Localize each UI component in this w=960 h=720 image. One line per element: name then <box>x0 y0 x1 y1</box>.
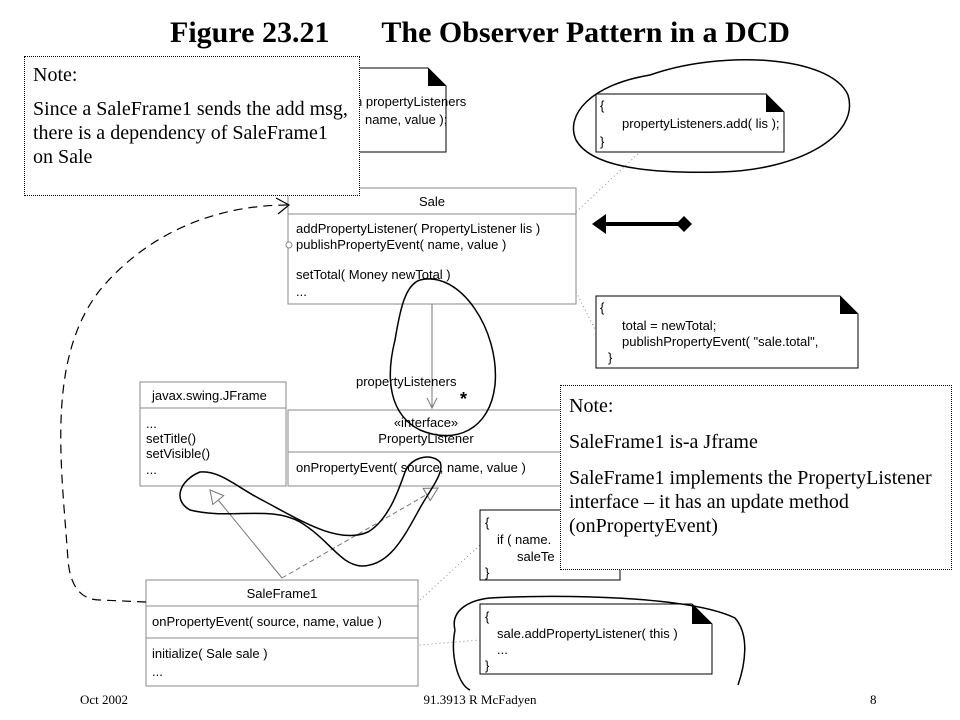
note-if-line2: if ( name. <box>497 532 551 547</box>
note-top-left-line1: n propertyListeners <box>355 94 467 109</box>
footer-page-number: 8 <box>870 692 877 707</box>
interface-stereotype: «interface» <box>394 415 458 430</box>
class-sale-op3: setTotal( Money newTotal ) <box>296 267 451 282</box>
freehand-circle-association <box>389 278 497 437</box>
double-arrow-icon <box>592 214 692 234</box>
freehand-loop-arrowheads <box>179 456 442 567</box>
dependency-arrowhead <box>275 197 291 215</box>
note-saleframe-heading: Note: <box>569 395 614 417</box>
class-sale-op4: ... <box>296 284 307 299</box>
realization-arrow <box>281 487 439 579</box>
freehand-circle-init-note <box>452 595 746 691</box>
association-property-listeners: propertyListeners * <box>356 304 467 409</box>
note-saleframe: Note: SaleFrame1 is-a Jframe SaleFrame1 … <box>560 385 952 570</box>
association-multiplicity: * <box>460 389 467 409</box>
class-sale-op1: addPropertyListener( PropertyListener li… <box>296 221 540 236</box>
note-add: { propertyListeners.add( lis ); } <box>595 93 785 153</box>
note-dependency-heading: Note: <box>33 64 78 86</box>
note-total-line2: total = newTotal; <box>622 318 716 333</box>
dependency-dashed-line <box>60 204 289 603</box>
note-init-line1: { <box>485 609 490 624</box>
freehand-circle-add-note <box>572 59 851 174</box>
note-saleframe-line2: SaleFrame1 implements the PropertyListen… <box>569 467 932 537</box>
interface-property-listener: «interface» PropertyListener onPropertyE… <box>287 409 575 487</box>
generalization-arrow <box>209 489 283 579</box>
note-add-line1: { <box>600 98 605 113</box>
class-sale: Sale addPropertyListener( PropertyListen… <box>285 187 577 305</box>
note-total-line4: } <box>608 350 613 365</box>
class-jframe-op1: ... <box>146 416 157 431</box>
class-jframe-op2: setTitle() <box>146 431 196 446</box>
interface-op1: onPropertyEvent( source, name, value ) <box>296 460 526 475</box>
note-init: { sale.addPropertyListener( this ) ... } <box>479 603 713 675</box>
note-init-line3: ... <box>497 642 508 657</box>
class-saleframe1: SaleFrame1 onPropertyEvent( source, name… <box>145 579 419 687</box>
class-jframe: javax.swing.JFrame ... setTitle() setVis… <box>139 381 287 487</box>
class-saleframe1-op3: ... <box>152 664 163 679</box>
footer-course: 91.3913 R McFadyen <box>423 692 537 707</box>
freehand-annotations <box>179 59 851 691</box>
note-saleframe-line1: SaleFrame1 is-a Jframe <box>569 431 758 453</box>
class-sale-name: Sale <box>419 194 445 209</box>
note-if-line1: { <box>485 515 490 530</box>
connector-total-note <box>575 291 599 336</box>
note-total-line1: { <box>600 300 605 315</box>
note-total: { total = newTotal; publishPropertyEvent… <box>595 295 859 369</box>
note-dependency: Note: Since a SaleFrame1 sends the add m… <box>24 56 360 196</box>
slide-title: Figure 23.21 The Observer Pattern in a D… <box>170 16 790 49</box>
connector-anchor <box>285 241 293 249</box>
class-saleframe1-op2: initialize( Sale sale ) <box>152 646 268 661</box>
class-jframe-op3: setVisible() <box>146 446 210 461</box>
note-init-line2: sale.addPropertyListener( this ) <box>497 626 678 641</box>
interface-name: PropertyListener <box>378 431 474 446</box>
association-role-label: propertyListeners <box>356 374 457 389</box>
note-if-line3: saleTe <box>517 549 555 564</box>
note-add-line2: propertyListeners.add( lis ); <box>622 116 780 131</box>
class-saleframe1-name: SaleFrame1 <box>247 586 318 601</box>
class-jframe-name: javax.swing.JFrame <box>151 388 267 403</box>
note-total-line3: publishPropertyEvent( "sale.total", <box>622 334 818 349</box>
connector-add-note <box>575 151 641 213</box>
footer-date: Oct 2002 <box>80 692 129 707</box>
note-add-line3: } <box>600 134 605 149</box>
connector-if-note <box>419 544 481 601</box>
class-sale-op2: publishPropertyEvent( name, value ) <box>296 237 506 252</box>
class-saleframe1-op1: onPropertyEvent( source, name, value ) <box>152 614 382 629</box>
note-top-left-line2: name, value ); <box>365 112 447 127</box>
note-if-line4: } <box>485 565 490 580</box>
class-jframe-op4: ... <box>146 462 157 477</box>
note-init-line4: } <box>485 658 490 673</box>
note-dependency-text: Since a SaleFrame1 sends the add msg, th… <box>33 98 348 168</box>
note-connectors <box>289 149 641 656</box>
